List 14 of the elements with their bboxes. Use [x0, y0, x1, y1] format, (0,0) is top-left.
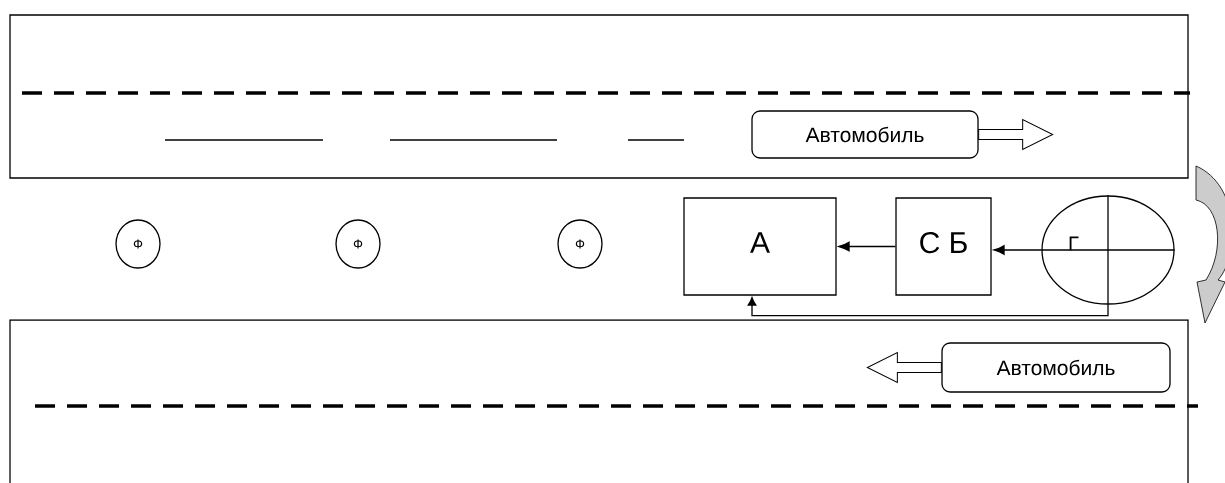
- block-box: С Б: [895, 197, 992, 296]
- road-band: [9, 319, 1189, 483]
- block-box: А: [683, 197, 837, 296]
- circle-node: Ф: [557, 219, 603, 269]
- car-box: Автомобиль: [751, 110, 979, 159]
- circle-node: Ф: [335, 219, 381, 269]
- road-band: [9, 14, 1189, 179]
- arrow: [838, 241, 896, 252]
- block-arrow: [866, 352, 942, 383]
- block-arrow: [978, 119, 1054, 150]
- car-box: Автомобиль: [941, 342, 1171, 393]
- circle-node: Ф: [115, 219, 161, 269]
- arrow: [993, 245, 1042, 255]
- arrow: [747, 297, 1109, 317]
